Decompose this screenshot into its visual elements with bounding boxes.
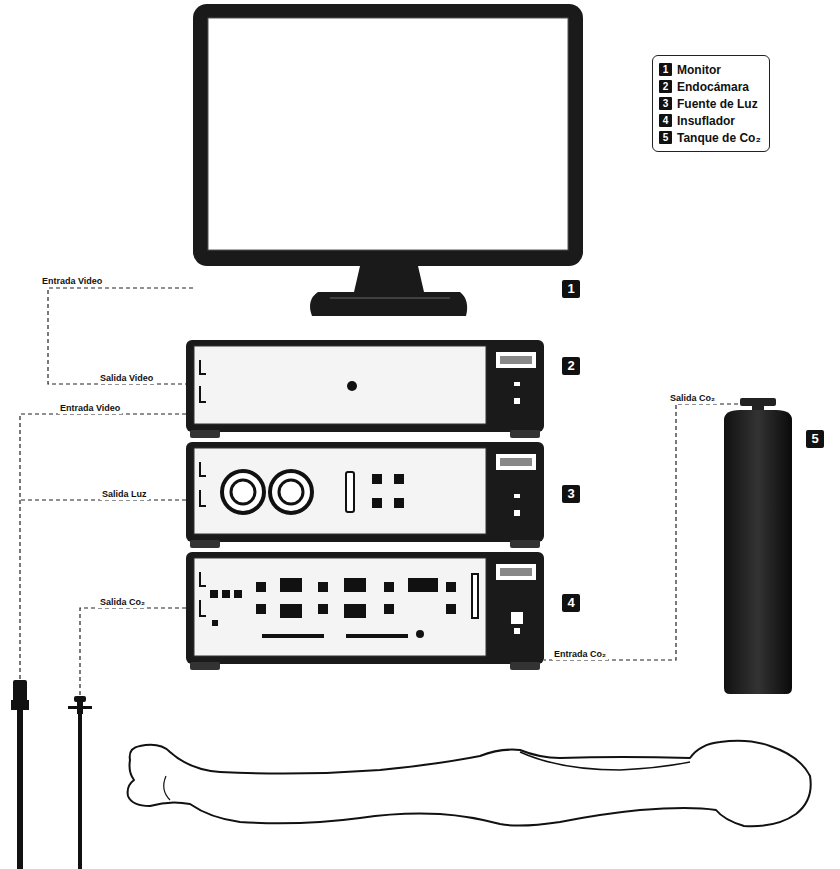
legend-text: Endocámara	[677, 80, 749, 94]
callout-number: 5	[806, 430, 824, 448]
legend-number: 3	[659, 97, 672, 110]
legend-number: 1	[659, 63, 672, 76]
light-source-unit	[186, 442, 544, 548]
connection-label: Salida Video	[98, 373, 155, 384]
legend-text: Fuente de Luz	[677, 97, 758, 111]
callout-number: 2	[562, 357, 580, 375]
legend-number: 5	[659, 131, 672, 144]
arm-line	[520, 752, 690, 770]
connection-label: Entrada Video	[58, 403, 122, 414]
legend-row: 4 Insuflador	[659, 112, 761, 129]
patient-silhouette	[128, 741, 811, 827]
legend-number: 2	[659, 80, 672, 93]
foot-line	[164, 776, 170, 800]
monitor	[193, 4, 583, 316]
trocar-line	[68, 696, 92, 869]
dashed-wires	[20, 288, 752, 698]
legend-text: Insuflador	[677, 114, 735, 128]
legend-number: 4	[659, 114, 672, 127]
camera-cable	[11, 680, 29, 869]
connection-label: Entrada Co₂	[552, 649, 608, 660]
connection-label: Salida Luz	[100, 489, 149, 500]
legend-text: Tanque de Co₂	[677, 131, 761, 145]
callout-number: 4	[562, 594, 580, 612]
connection-label: Entrada Video	[40, 276, 104, 287]
legend-text: Monitor	[677, 63, 721, 77]
connection-label: Salida Co₂	[98, 597, 147, 608]
connection-label: Salida Co₂	[668, 393, 717, 404]
legend-row: 1 Monitor	[659, 61, 761, 78]
callout-number: 1	[562, 280, 580, 298]
insufflator-unit	[186, 552, 544, 670]
legend-row: 5 Tanque de Co₂	[659, 129, 761, 146]
legend-box: 1 Monitor 2 Endocámara 3 Fuente de Luz 4 Insufl…	[652, 55, 770, 152]
co2-tank	[724, 398, 792, 694]
legend-row: 3 Fuente de Luz	[659, 95, 761, 112]
callout-number: 3	[562, 485, 580, 503]
endocamera-unit	[186, 340, 544, 438]
legend-row: 2 Endocámara	[659, 78, 761, 95]
